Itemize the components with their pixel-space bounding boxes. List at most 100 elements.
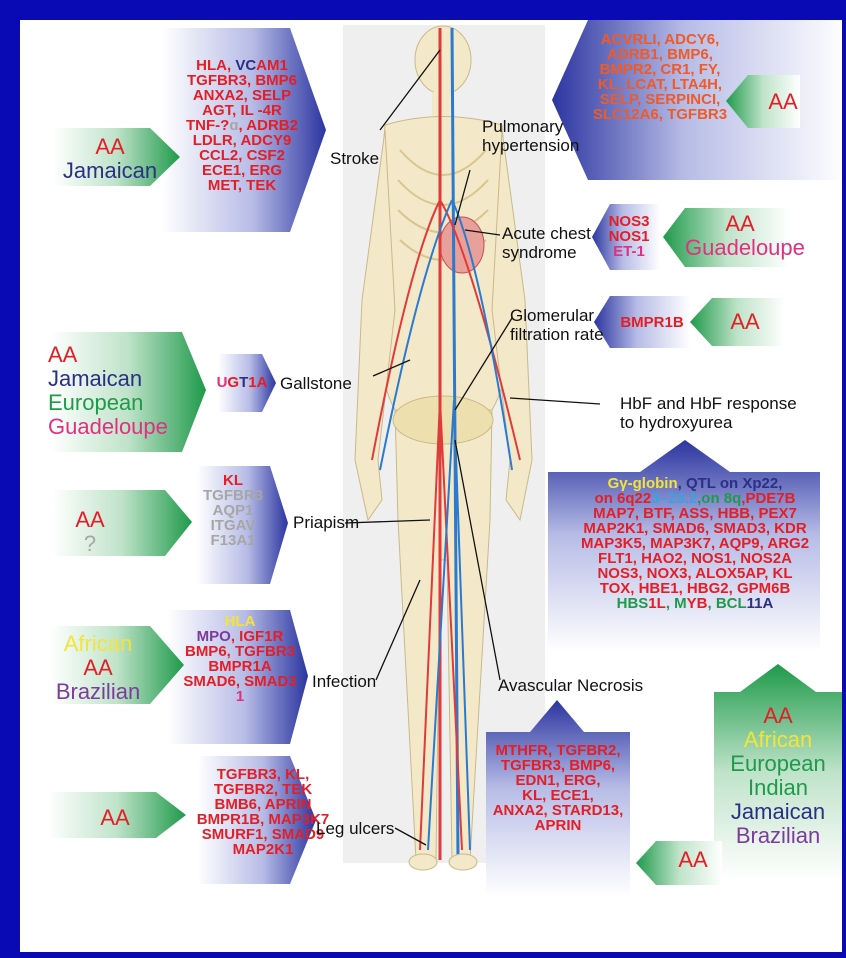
stroke-label: Stroke: [330, 149, 379, 168]
gene-line: SMAD6, SMAD3: [170, 674, 310, 689]
label-line: hypertension: [482, 136, 579, 155]
gene-name: F13A1: [210, 532, 255, 549]
gene-line: SLC12A6, TGFBR3: [574, 107, 746, 122]
gene-line: MAP3K5, MAP3K7, AQP9, ARG2: [548, 536, 842, 551]
gene-line: BMB6, APRIN: [196, 797, 330, 812]
gene-line: HLA, VCAM1: [168, 58, 316, 73]
gene-line: F13A1: [198, 533, 268, 548]
gene-line: APRIN: [486, 818, 630, 833]
gene-line: ET-1: [605, 244, 653, 259]
leg-genes: TGFBR3, KL,TGFBR2, TEKBMB6, APRINBMPR1B,…: [196, 767, 330, 857]
leg-label: Leg ulcers: [316, 819, 394, 838]
gene-line: TGFBR3, KL,: [196, 767, 330, 782]
gene-line: MAP7, BTF, ASS, HBB, PEX7: [548, 506, 842, 521]
population-label: AA: [60, 508, 120, 532]
gene-line: BMPR2, CR1, FY,: [574, 62, 746, 77]
gene-line: BMPR1B, MAP3K7: [196, 812, 330, 827]
gene-line: 1: [170, 689, 310, 704]
priapism-label: Priapism: [293, 513, 359, 532]
hbf-populations: AAAfricanEuropeanIndianJamaicanBrazilian: [714, 704, 842, 848]
population-label: African: [714, 728, 842, 752]
gene-name: BMPR1B: [620, 314, 683, 331]
gene-name: SLC12A6, TGFBR3: [593, 106, 727, 123]
population-label: Jamaican: [60, 159, 160, 183]
hbf-label: HbF and HbF responseto hydroxyurea: [620, 394, 797, 432]
population-label: Indian: [714, 776, 842, 800]
gene-line: TGFBR2, TEK: [196, 782, 330, 797]
gene-line: NOS3, NOX3, ALOX5AP, KL: [548, 566, 842, 581]
gene-line: TOX, HBE1, HBG2, GPM6B: [548, 581, 842, 596]
label-line: filtration rate: [510, 325, 604, 344]
pulmonary-label: Pulmonaryhypertension: [482, 117, 579, 155]
gene-line: ADRB1, BMP6,: [574, 47, 746, 62]
acs-label: Acute chestsyndrome: [502, 224, 591, 262]
gene-line: MPO, IGF1R: [170, 629, 310, 644]
label-line: HbF and HbF response: [620, 394, 797, 413]
gene-line: Gγ-globin, QTL on Xp22,: [548, 476, 842, 491]
gene-name: 1: [236, 688, 244, 705]
gene-line: BMPR1B: [608, 315, 696, 330]
gene-line: KL, ECE1,: [486, 788, 630, 803]
infection-label: Infection: [312, 672, 376, 691]
gene-line: MTHFR, TGFBR2,: [486, 743, 630, 758]
population-label: European: [48, 391, 178, 415]
gene-name: 1A: [248, 374, 267, 391]
gene-line: MAP2K1, SMAD6, SMAD3, KDR: [548, 521, 842, 536]
population-label: Guadeloupe: [48, 415, 178, 439]
gene-line: KL, LCAT, LTA4H,: [574, 77, 746, 92]
priapism-populations: AA?: [60, 508, 120, 556]
gene-line: ITGAV: [198, 518, 268, 533]
gene-name: U: [217, 374, 228, 391]
population-label: ?: [60, 532, 120, 556]
gene-name: ET-1: [613, 243, 645, 260]
label-line: to hydroxyurea: [620, 413, 797, 432]
gene-line: NOS1: [605, 229, 653, 244]
acs-genes: NOS3NOS1ET-1: [605, 214, 653, 259]
gene-line: KL: [198, 473, 268, 488]
gallstone-label: Gallstone: [280, 374, 352, 393]
gene-line: TNF-?ɑ, ADRB2: [168, 118, 316, 133]
population-label: AA: [668, 848, 718, 872]
gene-line: LDLR, ADCY9: [168, 133, 316, 148]
population-label: Guadeloupe: [685, 236, 795, 260]
gene-name: MAP2K1: [233, 841, 294, 858]
population-label: Jamaican: [48, 367, 178, 391]
population-label: African: [50, 632, 146, 656]
gene-name: G: [227, 374, 239, 391]
gene-line: TGFBR3, BMP6: [168, 73, 316, 88]
gene-line: TGFBR3: [198, 488, 268, 503]
gene-line: ANXA2, STARD13,: [486, 803, 630, 818]
gfr-populations: AA: [720, 310, 770, 334]
population-label: AA: [720, 310, 770, 334]
population-label: AA: [50, 656, 146, 680]
population-label: AA: [685, 212, 795, 236]
gene-name: HBS: [617, 595, 649, 612]
gfr-genes: BMPR1B: [608, 315, 696, 330]
label-line: syndrome: [502, 243, 591, 262]
gene-line: BMPR1A: [170, 659, 310, 674]
population-label: AA: [714, 704, 842, 728]
gene-name: 11A: [747, 595, 774, 612]
avn-genes: MTHFR, TGFBR2,TGFBR3, BMP6,EDN1, ERG,KL,…: [486, 743, 630, 833]
gallstone-populations: AAJamaicanEuropeanGuadeloupe: [48, 343, 178, 439]
avn-populations: AA: [668, 848, 718, 872]
gene-name: T: [239, 374, 248, 391]
gene-line: AQP1: [198, 503, 268, 518]
gene-line: CCL2, CSF2: [168, 148, 316, 163]
gallstone-genes: UGT1A: [216, 375, 268, 390]
gene-line: ANXA2, SELP: [168, 88, 316, 103]
gene-line: SELP, SERPINCI,: [574, 92, 746, 107]
gene-name: 1L: [648, 595, 666, 612]
gene-line: SMURF1, SMAD9: [196, 827, 330, 842]
label-line: Pulmonary: [482, 117, 579, 136]
label-line: Glomerular: [510, 306, 604, 325]
gene-line: EDN1, ERG,: [486, 773, 630, 788]
infection-genes: HLAMPO, IGF1RBMP6, TGFBR3BMPR1ASMAD6, SM…: [170, 614, 310, 704]
diagram-panel: HLA, VCAM1TGFBR3, BMP6ANXA2, SELPAGT, IL…: [20, 20, 842, 952]
gene-line: ECE1, ERG: [168, 163, 316, 178]
gene-line: on 6q223–23.2,on 8q,PDE7B: [548, 491, 842, 506]
gene-line: MAP2K1: [196, 842, 330, 857]
stroke-populations: AAJamaican: [60, 135, 160, 183]
